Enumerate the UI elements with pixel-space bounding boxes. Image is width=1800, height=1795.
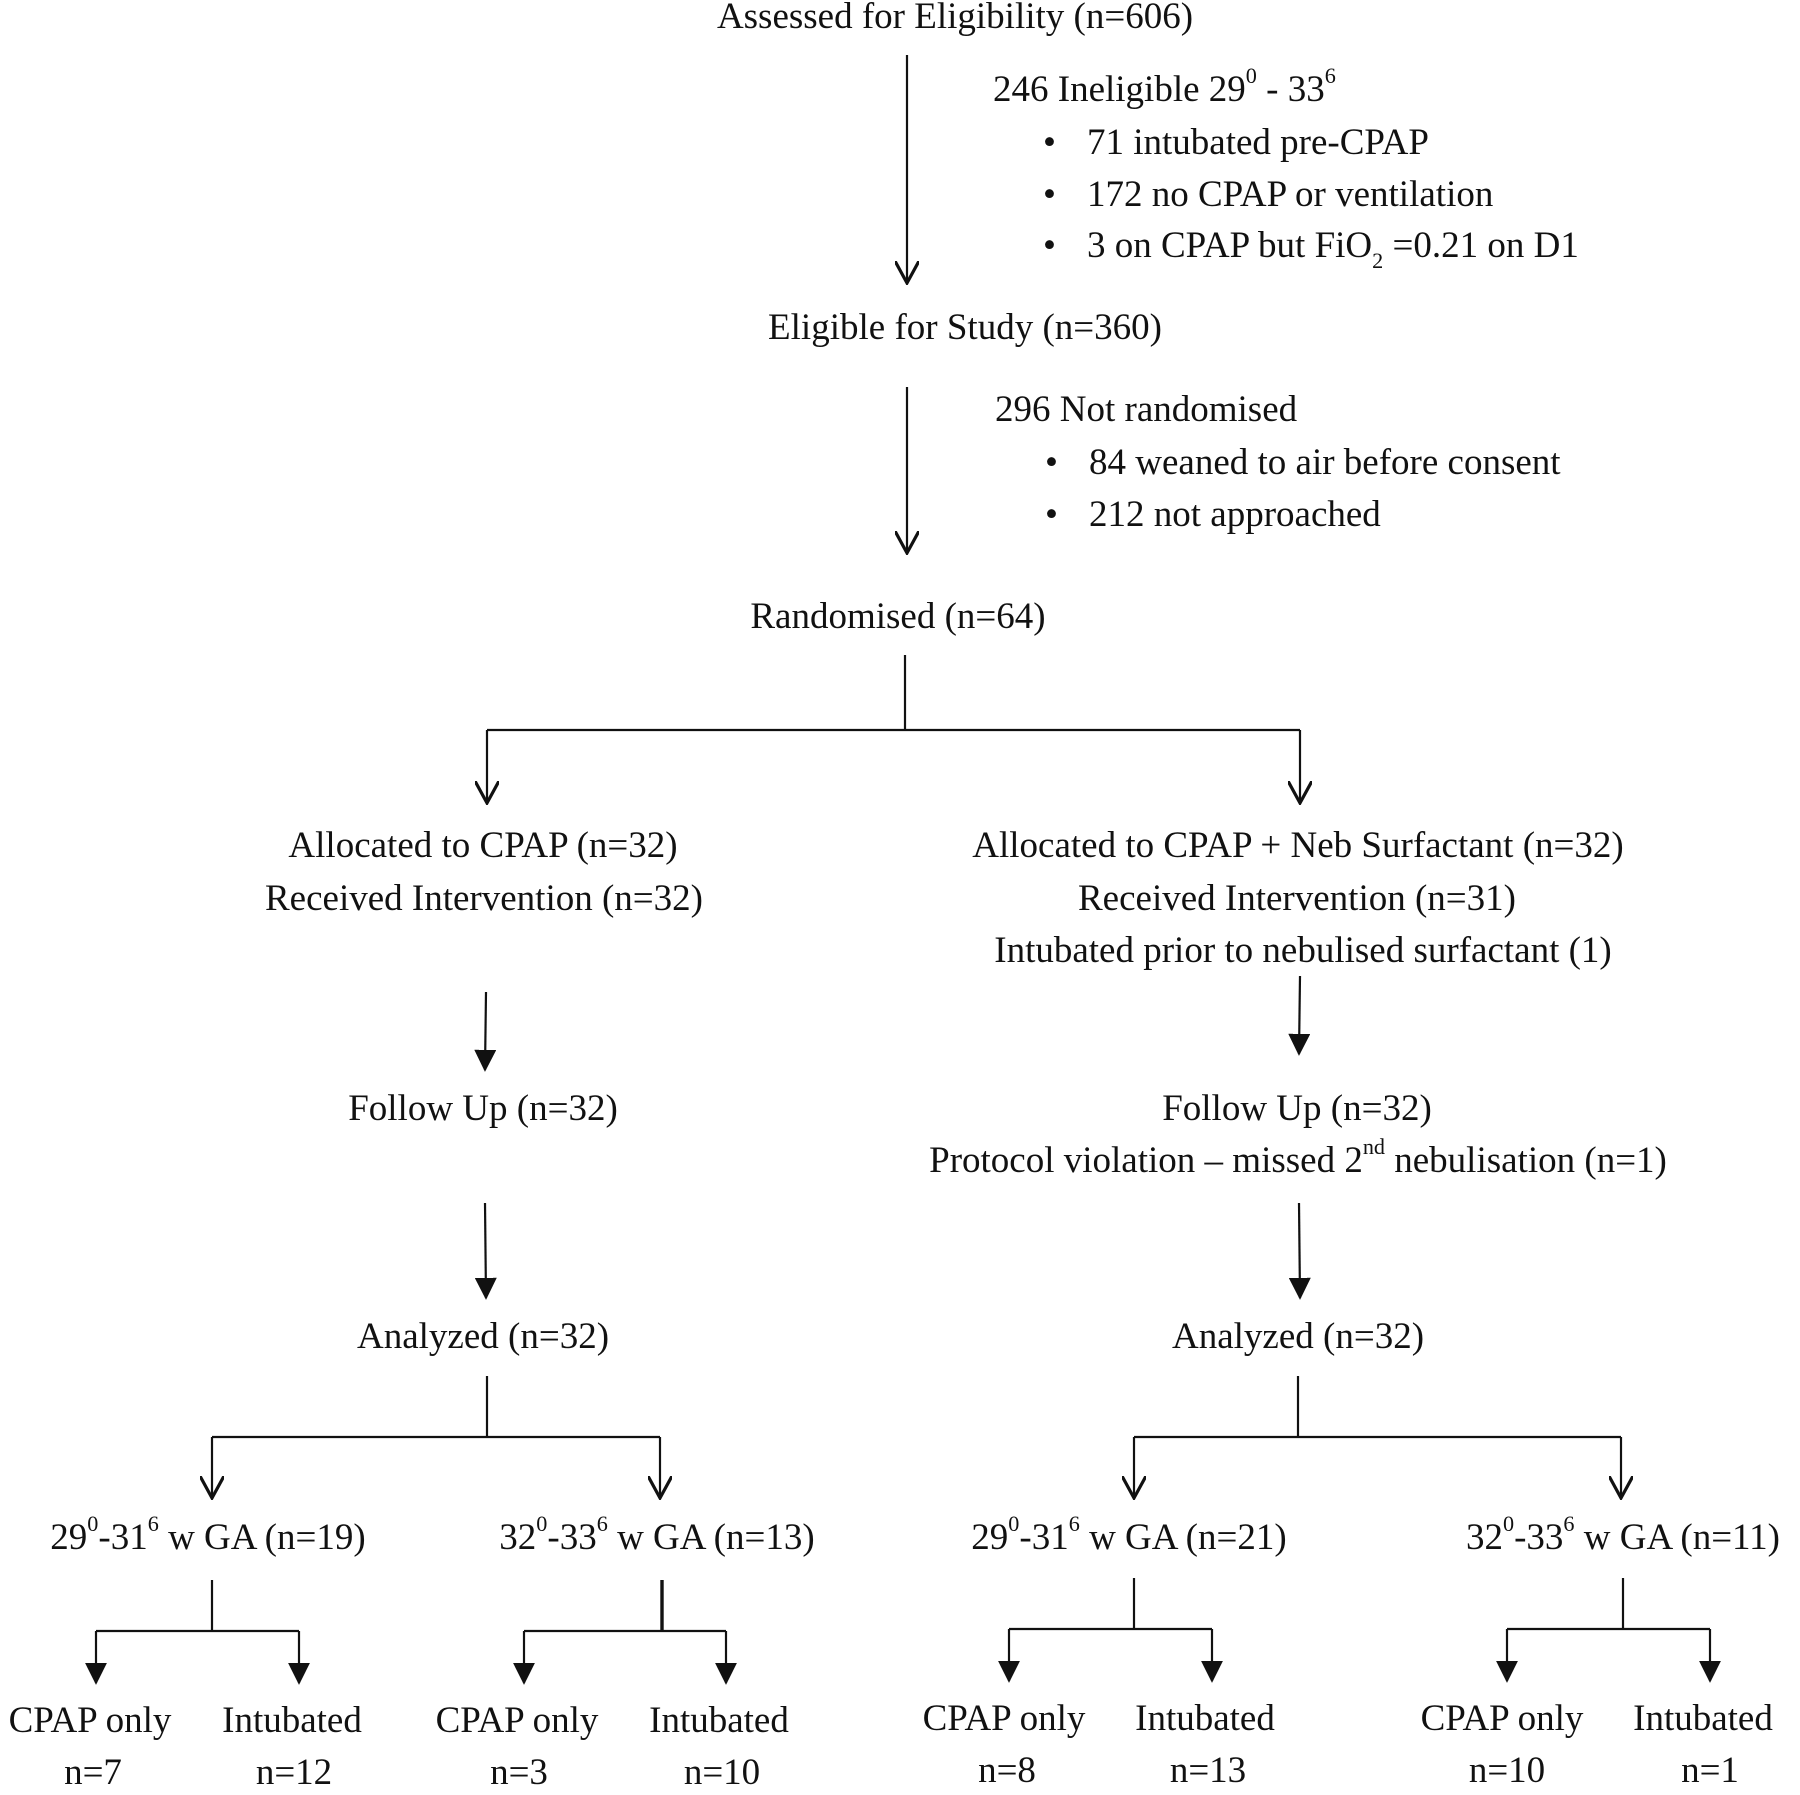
cpap-analyzed-label: Analyzed (n=32) — [356, 1316, 610, 1357]
outcome-label: CPAP only — [1420, 1698, 1584, 1739]
cpap-ga-group-label: 290-316 w GA (n=19) — [50, 1513, 366, 1560]
arrow-cpap-to-followup — [474, 991, 497, 1072]
ga-end-days: 6 — [596, 1511, 608, 1537]
ga-count: w GA (n=11) — [1574, 1517, 1781, 1558]
ga-start: 32 — [499, 1517, 537, 1558]
ineligible-title: 246 Ineligible 290 - 336 — [993, 65, 1336, 112]
ga-end-days: 6 — [1563, 1511, 1575, 1537]
ga-start-days: 0 — [1008, 1511, 1020, 1537]
ga-start: 32 — [1465, 1517, 1503, 1558]
eligible-label: Eligible for Study (n=360) — [768, 307, 1162, 348]
ga-count: w GA (n=19) — [158, 1517, 366, 1558]
surf-analyzed-label: Analyzed (n=32) — [1171, 1316, 1425, 1357]
outcome-label: Intubated — [222, 1700, 362, 1741]
violation-ordinal: nd — [1362, 1134, 1386, 1160]
outcome-label: CPAP only — [8, 1700, 172, 1741]
ga-end-days: 6 — [1068, 1511, 1080, 1537]
not-randomised-item-text: 212 not approached — [1089, 494, 1381, 535]
outcome-count: n=8 — [978, 1750, 1036, 1791]
arrow-cpap-followup-to-analyzed — [474, 1202, 497, 1300]
ga-count: w GA (n=21) — [1079, 1517, 1287, 1558]
surf-ga-group-label: 320-336 w GA (n=11) — [1465, 1513, 1781, 1560]
not-randomised-title: 296 Not randomised — [995, 389, 1298, 430]
ga-end: -31 — [98, 1517, 148, 1558]
ga-end: -31 — [1019, 1517, 1069, 1558]
ineligible-mid: - 33 — [1256, 69, 1325, 110]
fio2-subscript: 2 — [1372, 247, 1384, 273]
ineligible-item: •3 on CPAP but FiO2 =0.21 on D1 — [1043, 225, 1579, 273]
outcome-count: n=3 — [490, 1752, 548, 1793]
assessed-label: Assessed for Eligibility (n=606) — [716, 0, 1194, 37]
ineligible-prefix: 246 Ineligible 29 — [993, 69, 1246, 110]
outcome-label: Intubated — [649, 1700, 789, 1741]
outcome-label: CPAP only — [922, 1698, 1086, 1739]
cpap-ga-group-label: 320-336 w GA (n=13) — [499, 1513, 815, 1560]
ineligible-item-text: 172 no CPAP or ventilation — [1087, 174, 1494, 215]
ga-count: w GA (n=13) — [607, 1517, 815, 1558]
violation-text-end: nebulisation (n=1) — [1385, 1140, 1667, 1181]
outcome-count: n=12 — [255, 1752, 333, 1793]
outcome-count: n=7 — [64, 1752, 122, 1793]
outcome-count: n=10 — [683, 1752, 761, 1793]
not-randomised-item: •84 weaned to air before consent — [1045, 442, 1561, 483]
outcome-count: n=10 — [1468, 1750, 1546, 1791]
ga-end: -33 — [547, 1517, 597, 1558]
surf-intubated-prior-label: Intubated prior to nebulised surfactant … — [994, 930, 1612, 971]
ga-end: -33 — [1514, 1517, 1564, 1558]
outcome-label: CPAP only — [435, 1700, 599, 1741]
surf-ga-group-label: 290-316 w GA (n=21) — [971, 1513, 1287, 1560]
not-randomised-item: •212 not approached — [1045, 494, 1381, 535]
violation-text: Protocol violation – missed 2 — [929, 1140, 1363, 1181]
ineligible-item: •71 intubated pre-CPAP — [1043, 122, 1429, 163]
ineligible-item: •172 no CPAP or ventilation — [1043, 174, 1494, 215]
cpap-allocated-label: Allocated to CPAP (n=32) — [288, 825, 678, 866]
ga-start-days: 0 — [1502, 1511, 1515, 1537]
ineligible-sup-start: 0 — [1245, 63, 1257, 89]
surf-protocol-violation-label: Protocol violation – missed 2nd nebulisa… — [929, 1136, 1667, 1183]
outcome-label: Intubated — [1135, 1698, 1275, 1739]
ga-start: 29 — [971, 1517, 1009, 1558]
cpap-followup-label: Follow Up (n=32) — [348, 1088, 618, 1129]
ga-start-days: 0 — [536, 1511, 548, 1537]
outcome-label: Intubated — [1633, 1698, 1773, 1739]
ga-start: 29 — [50, 1517, 88, 1558]
ineligible-sup-end: 6 — [1324, 63, 1336, 89]
not-randomised-item-text: 84 weaned to air before consent — [1089, 442, 1561, 483]
ineligible-item-text-end: =0.21 on D1 — [1383, 225, 1579, 266]
ga-start-days: 0 — [87, 1511, 99, 1537]
surf-received-label: Received Intervention (n=31) — [1078, 878, 1516, 919]
ineligible-item-text: 71 intubated pre-CPAP — [1087, 122, 1429, 163]
surf-followup-label: Follow Up (n=32) — [1162, 1088, 1432, 1129]
surf-allocated-label: Allocated to CPAP + Neb Surfactant (n=32… — [972, 825, 1624, 866]
randomised-label: Randomised (n=64) — [750, 596, 1046, 637]
outcome-count: n=13 — [1169, 1750, 1247, 1791]
cpap-received-label: Received Intervention (n=32) — [265, 878, 703, 919]
ga-end-days: 6 — [147, 1511, 159, 1537]
outcome-count: n=1 — [1681, 1750, 1739, 1791]
arrow-surf-to-followup — [1288, 975, 1311, 1056]
arrow-surf-followup-to-analyzed — [1288, 1202, 1311, 1300]
ineligible-item-text: 3 on CPAP but FiO — [1087, 225, 1373, 266]
